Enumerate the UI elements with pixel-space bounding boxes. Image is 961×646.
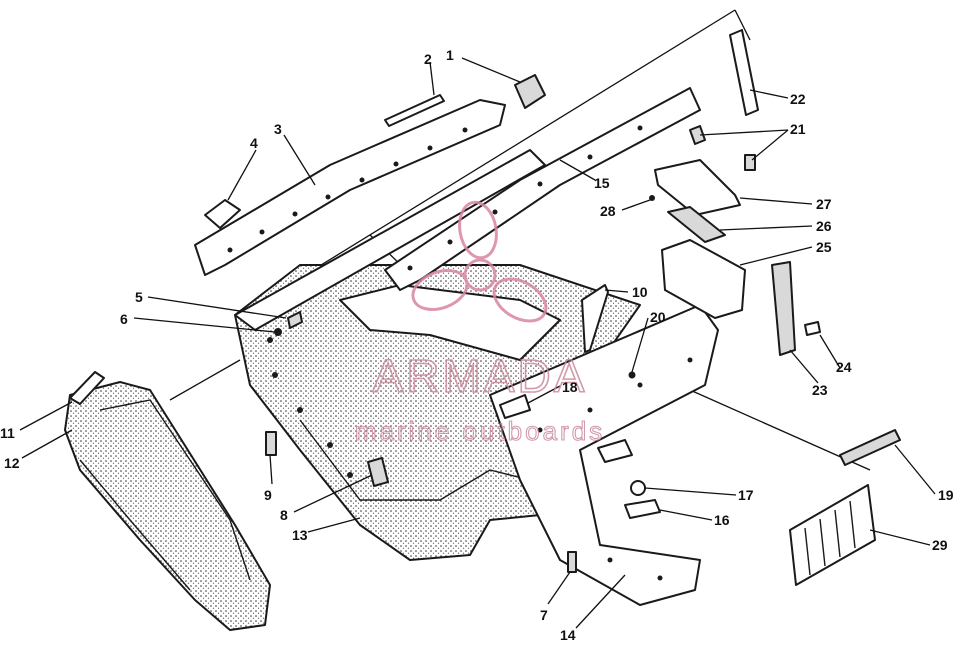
- callout-6: 6: [120, 311, 128, 327]
- part-14-side-rail: [489, 304, 719, 606]
- callout-20: 20: [650, 309, 666, 325]
- part-20-nut: [628, 371, 636, 379]
- part-23-grip: [771, 261, 796, 356]
- callout-16: 16: [714, 512, 730, 528]
- callout-28: 28: [600, 203, 616, 219]
- callout-8: 8: [280, 507, 288, 523]
- part-7-screw: [567, 551, 577, 573]
- callout-18: 18: [562, 379, 578, 395]
- callout-25: 25: [816, 239, 832, 255]
- callout-15: 15: [594, 175, 610, 191]
- part-17-washer: [630, 480, 646, 496]
- part-27-cover: [654, 159, 741, 216]
- part-11-clip: [69, 371, 105, 405]
- part-1-latch: [514, 74, 546, 109]
- callout-22: 22: [790, 91, 806, 107]
- callout-24: 24: [836, 359, 852, 375]
- part-15-bracket: [234, 87, 701, 331]
- callout-1: 1: [446, 47, 454, 63]
- part-16-plates: [597, 439, 661, 519]
- part-8-bolt: [367, 457, 389, 487]
- callout-9: 9: [264, 487, 272, 503]
- leader-lines: [19, 57, 936, 629]
- part-28-screw: [649, 195, 655, 201]
- watermark-brand: ARMADA: [373, 350, 588, 402]
- watermark: ARMADA marine outboards: [354, 200, 605, 447]
- part-19-strip: [839, 429, 901, 466]
- part-2-strip: [384, 94, 445, 127]
- callout-5: 5: [135, 289, 143, 305]
- callout-19: 19: [938, 487, 954, 503]
- part-25-box: [661, 239, 746, 319]
- callout-21: 21: [790, 121, 806, 137]
- part-12-lower-pan: [64, 381, 271, 631]
- part-22-bracket: [729, 29, 759, 116]
- part-3-rail: [194, 99, 506, 276]
- part-10-bracket: [581, 284, 609, 353]
- part-4-clip: [204, 199, 241, 229]
- callout-4: 4: [250, 135, 258, 151]
- callout-labels: 1 2 3 4 5 6 7 8 9 10 11 12 13 14 15 16 1…: [0, 47, 954, 643]
- callout-13: 13: [292, 527, 308, 543]
- part-5-screw: [287, 311, 303, 329]
- callout-3: 3: [274, 121, 282, 137]
- part-24-screw: [804, 321, 821, 336]
- callout-2: 2: [424, 51, 432, 67]
- part-26-pad: [667, 206, 726, 243]
- callout-26: 26: [816, 218, 832, 234]
- part-9-screw: [265, 431, 277, 456]
- callout-29: 29: [932, 537, 948, 553]
- callout-23: 23: [812, 382, 828, 398]
- callout-12: 12: [4, 455, 20, 471]
- propeller-logo-icon: [411, 200, 548, 323]
- callout-11: 11: [0, 425, 15, 441]
- callout-17: 17: [738, 487, 754, 503]
- callout-14: 14: [560, 627, 576, 643]
- part-6-nut: [274, 328, 282, 336]
- callout-7: 7: [540, 607, 548, 623]
- part-18-bracket: [499, 394, 531, 419]
- watermark-tagline: marine outboards: [355, 416, 605, 446]
- callout-27: 27: [816, 196, 832, 212]
- callout-10: 10: [632, 284, 648, 300]
- part-29-grille: [789, 484, 876, 586]
